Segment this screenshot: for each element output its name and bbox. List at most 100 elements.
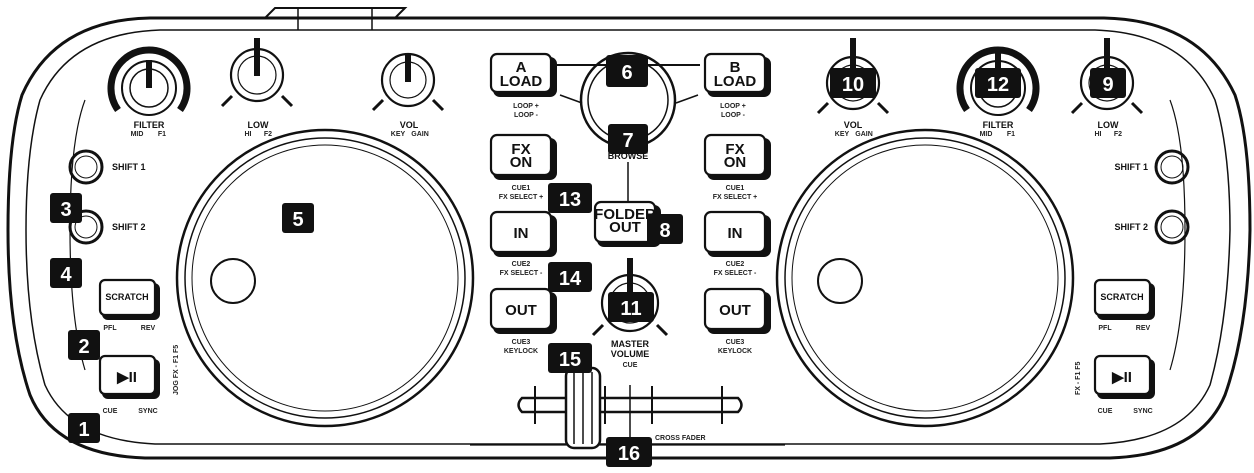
master-label-3: CUE [623,362,638,369]
play-pause-icon-left: ▶II [116,369,137,386]
in-button-right[interactable]: IN [703,210,771,257]
play-pause-button-right[interactable]: ▶II [1093,354,1155,399]
load-b-sub-2: LOOP - [721,112,746,119]
side-text-left: JOG FX - F1 F5 [173,345,180,395]
in-button-left[interactable]: IN [489,210,557,257]
fx-on-button-right[interactable]: FX ON [703,133,771,180]
out-right-sub-2: KEYLOCK [718,348,752,355]
shift1-button-left[interactable] [68,149,104,185]
crossfader-label: CROSS FADER [655,435,706,442]
out-left-sub-1: CUE3 [512,339,531,346]
in-right-label: IN [728,225,743,242]
fx-right-sub-2: FX SELECT + [713,194,758,201]
svg-text:4: 4 [60,264,72,286]
controller-body [6,7,1252,460]
load-a-label: LOAD [500,73,543,90]
filter-label-right: FILTER [983,120,1014,130]
filter-sub-left-a: MID [131,131,144,138]
jog-wheel-right[interactable] [775,128,1075,428]
vol-label-left: VOL [400,120,419,130]
fx-right-label-2: ON [724,154,747,171]
load-a-sub-1: LOOP + [513,103,539,110]
load-a-sub-2: LOOP - [514,112,539,119]
shift2-button-left[interactable] [68,209,104,245]
shift2-label-right: SHIFT 2 [1114,222,1148,232]
in-left-sub-2: FX SELECT - [500,270,543,277]
callout-5: 5 [282,203,314,233]
svg-text:13: 13 [559,189,581,211]
callout-11: 11 [608,292,654,322]
svg-text:10: 10 [842,74,864,96]
shift2-button-right[interactable] [1154,209,1190,245]
svg-text:5: 5 [292,209,303,231]
in-right-sub-1: CUE2 [726,261,745,268]
filter-sub-left-b: F1 [158,131,166,138]
shift1-label-left: SHIFT 1 [112,162,146,172]
filter-knob-left[interactable] [107,46,191,116]
vol-sub-right-a: KEY [835,131,850,138]
play-pause-icon-right: ▶II [1111,369,1132,386]
out-right-label: OUT [719,302,751,319]
fx-left-sub-1: CUE1 [512,185,531,192]
scratch-button-right[interactable]: SCRATCH [1093,278,1155,320]
svg-text:11: 11 [620,298,641,320]
low-sub-right-a: HI [1095,131,1102,138]
svg-text:7: 7 [622,130,633,152]
filter-label-left: FILTER [134,120,165,130]
scratch-right-label: SCRATCH [1100,292,1143,302]
svg-text:3: 3 [60,199,71,221]
scratch-left-sub-a: PFL [103,325,117,332]
svg-text:6: 6 [621,62,632,84]
scratch-left-label: SCRATCH [105,292,148,302]
vol-sub-left-b: GAIN [411,131,429,138]
out-button-left[interactable]: OUT [489,287,557,334]
filter-sub-right-b: F1 [1007,131,1015,138]
callout-16: 16 [606,437,652,467]
low-sub-right-b: F2 [1114,131,1122,138]
scratch-left-sub-b: REV [141,325,156,332]
svg-text:15: 15 [559,349,581,371]
svg-text:9: 9 [1102,74,1113,96]
load-b-button[interactable]: B LOAD [703,52,771,97]
callout-7: 7 [608,124,648,154]
out-button-right[interactable]: OUT [703,287,771,334]
play-pause-button-left[interactable]: ▶II [98,354,160,399]
master-label-2: VOLUME [611,349,650,359]
crossfader-knob[interactable] [564,366,602,450]
folder-label-2: OUT [609,219,641,236]
callout-15: 15 [548,343,592,373]
fx-left-label-1: FX [511,141,530,158]
play-left-sub-a: CUE [103,408,118,415]
scratch-right-sub-b: REV [1136,325,1151,332]
low-knob-left[interactable] [220,38,294,108]
callout-6: 6 [606,55,648,87]
play-left-sub-b: SYNC [138,408,157,415]
filter-sub-right-a: MID [980,131,993,138]
svg-text:8: 8 [659,220,670,242]
callout-8: 8 [647,214,683,244]
in-left-label: IN [514,225,529,242]
vol-sub-right-b: GAIN [855,131,873,138]
svg-text:16: 16 [618,443,640,465]
svg-text:12: 12 [987,74,1009,96]
callout-9: 9 [1090,68,1126,98]
vol-knob-left[interactable] [371,52,445,112]
low-label-left: LOW [248,120,269,130]
folder-label-1: FOLDER [594,206,656,223]
load-b-sub-1: LOOP + [720,103,746,110]
callout-12: 12 [975,68,1021,98]
fx-on-button-left[interactable]: FX ON [489,133,557,180]
shift2-label-left: SHIFT 2 [112,222,146,232]
callout-10: 10 [830,68,876,98]
fx-right-label-1: FX [725,141,744,158]
jog-wheel-left[interactable] [175,128,475,428]
svg-text:1: 1 [78,419,89,441]
scratch-button-left[interactable]: SCRATCH [98,278,160,320]
shift1-button-right[interactable] [1154,149,1190,185]
master-label-1: MASTER [611,339,650,349]
load-a-button[interactable]: A LOAD [489,52,557,97]
shift1-label-right: SHIFT 1 [1114,162,1148,172]
svg-text:2: 2 [78,336,89,358]
callout-3: 3 [50,193,82,223]
